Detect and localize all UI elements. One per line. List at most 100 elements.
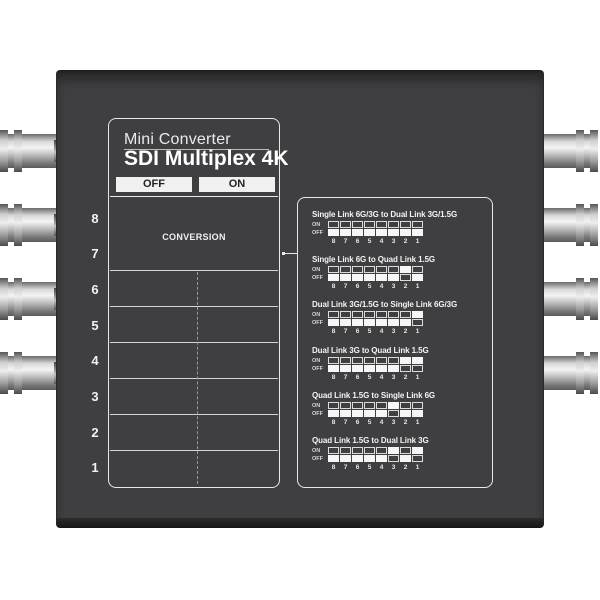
dip-switch-off-cell: [352, 319, 363, 326]
dip-switch-on-cell: [328, 311, 339, 318]
dip-switch-off-cell: [388, 365, 399, 372]
dip-switch-number: 5: [367, 238, 372, 245]
dip-switch-number: 7: [343, 374, 348, 381]
chassis-bottom-edge: [56, 518, 544, 528]
dip-switch-on-cell: [352, 357, 363, 364]
dip-switch-off-cell: [388, 274, 399, 281]
dip-switch-off-cell: [376, 410, 387, 417]
dip-switch-on-cell: [388, 402, 399, 409]
legend-connector-dot: [282, 252, 285, 255]
dip-switch-off-cell: [400, 229, 411, 236]
dip-switch-off-cell: [328, 229, 339, 236]
dip-switch-off-cell: [328, 319, 339, 326]
dip-switch-number: 8: [331, 328, 336, 335]
dip-switch-on-cell: [340, 311, 351, 318]
dip-switch-off-cell: [352, 365, 363, 372]
switch-number-label: 4: [91, 353, 99, 368]
switch-number-label: 8: [91, 211, 99, 226]
on-row-label: ON: [312, 358, 321, 364]
dip-switch-on-cell: [352, 402, 363, 409]
mode-title: Quad Link 1.5G to Single Link 6G: [312, 391, 436, 400]
dip-switch-on-cell: [412, 266, 423, 273]
switch-number-label: 6: [91, 282, 99, 297]
dip-switch-number: 4: [379, 419, 384, 426]
dip-switch-off-cell: [328, 410, 339, 417]
dip-switch-number: 1: [415, 238, 420, 245]
dip-switch-diagram: [328, 402, 426, 418]
dip-switch-number: 2: [403, 374, 408, 381]
table-row-divider: [110, 342, 278, 343]
dip-switch-off-cell: [412, 455, 423, 462]
dip-switch-off-cell: [400, 274, 411, 281]
dip-switch-number: 8: [331, 238, 336, 245]
bnc-connector-icon: [534, 204, 598, 246]
dip-switch-off-cell: [400, 410, 411, 417]
dip-switch-off-cell: [388, 319, 399, 326]
dip-switch-on-cell: [364, 402, 375, 409]
dip-switch-on-cell: [412, 402, 423, 409]
mode-legend-panel: [297, 197, 493, 488]
table-row-divider: [110, 378, 278, 379]
dip-switch-number: 7: [343, 419, 348, 426]
dip-switch-off-cell: [388, 229, 399, 236]
switch-number-label: 2: [91, 425, 99, 440]
dip-switch-off-cell: [328, 455, 339, 462]
dip-switch-on-cell: [340, 266, 351, 273]
dip-switch-number: 2: [403, 283, 408, 290]
dip-switch-number: 8: [331, 419, 336, 426]
dip-switch-on-cell: [376, 357, 387, 364]
dip-switch-number: 8: [331, 374, 336, 381]
dip-switch-on-cell: [364, 357, 375, 364]
off-row-label: OFF: [312, 411, 323, 417]
dip-switch-number: 3: [391, 283, 396, 290]
dip-switch-off-cell: [400, 455, 411, 462]
dip-switch-number: 4: [379, 464, 384, 471]
dip-switch-off-cell: [352, 455, 363, 462]
dip-switch-off-cell: [352, 229, 363, 236]
switch-table-panel: [108, 118, 280, 488]
dip-switch-off-cell: [364, 319, 375, 326]
dip-switch-number: 3: [391, 328, 396, 335]
dip-switch-off-cell: [352, 410, 363, 417]
dip-switch-number: 1: [415, 374, 420, 381]
dip-switch-number: 5: [367, 464, 372, 471]
dip-switch-off-cell: [364, 229, 375, 236]
dip-switch-on-cell: [400, 266, 411, 273]
dip-switch-on-cell: [364, 311, 375, 318]
dip-switch-off-cell: [364, 274, 375, 281]
dip-switch-on-cell: [328, 266, 339, 273]
bnc-connector-icon: [0, 130, 64, 172]
dip-switch-on-cell: [328, 357, 339, 364]
dip-switch-number: 6: [355, 374, 360, 381]
dip-switch-on-cell: [328, 402, 339, 409]
off-row-label: OFF: [312, 456, 323, 462]
on-row-label: ON: [312, 448, 321, 454]
dip-switch-off-cell: [376, 229, 387, 236]
dip-switch-on-cell: [412, 221, 423, 228]
dip-switch-number: 5: [367, 283, 372, 290]
dip-switch-number: 4: [379, 238, 384, 245]
legend-connector-line: [282, 253, 297, 254]
dip-switch-number: 6: [355, 464, 360, 471]
dip-switch-on-cell: [364, 221, 375, 228]
dip-switch-on-cell: [412, 447, 423, 454]
dip-switch-number: 6: [355, 419, 360, 426]
mode-title: Single Link 6G/3G to Dual Link 3G/1.5G: [312, 210, 458, 219]
bnc-connector-icon: [534, 130, 598, 172]
mode-entry: Single Link 6G to Quad Link 1.5G ON OFF …: [312, 255, 492, 290]
dip-switch-off-cell: [400, 365, 411, 372]
switch-number-label: 7: [91, 246, 99, 261]
mode-entry: Dual Link 3G/1.5G to Single Link 6G/3G O…: [312, 300, 492, 335]
on-row-label: ON: [312, 222, 321, 228]
dip-switch-on-cell: [352, 311, 363, 318]
dip-switch-on-cell: [388, 447, 399, 454]
dip-switch-off-cell: [388, 455, 399, 462]
off-row-label: OFF: [312, 366, 323, 372]
dip-switch-on-cell: [352, 266, 363, 273]
brand-divider: [124, 149, 269, 150]
off-row-label: OFF: [312, 320, 323, 326]
dip-switch-off-cell: [376, 274, 387, 281]
mode-title: Single Link 6G to Quad Link 1.5G: [312, 255, 436, 264]
